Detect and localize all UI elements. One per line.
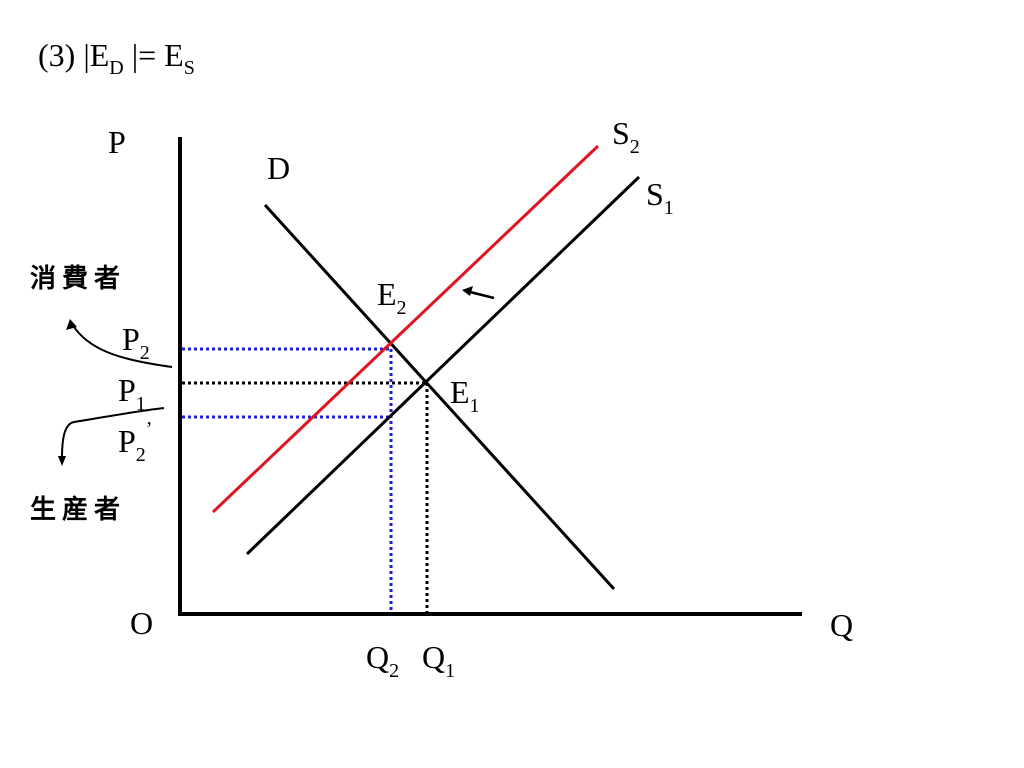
consumer-burden-arrow <box>66 319 173 368</box>
demand-curve <box>263 203 616 591</box>
quantity-axis-label: Q <box>830 607 853 643</box>
equilibrium-e1-label: E1 <box>450 374 480 417</box>
supply-shift-arrow <box>462 286 495 300</box>
title: (3) |ED |= ES <box>38 37 195 79</box>
supply-curve-s1 <box>245 175 641 556</box>
quantity-q2-label: Q2 <box>366 639 399 682</box>
quantity-q1-label: Q1 <box>422 639 455 682</box>
equilibrium-e2-label: E2 <box>377 276 407 319</box>
supply-curve-s2 <box>211 144 600 514</box>
demand-label: D <box>267 150 290 186</box>
price-p2-label: P2 <box>122 321 150 364</box>
producer-burden-arrow <box>58 407 165 466</box>
consumer-label: 消費者 <box>30 264 126 294</box>
supply-s1-label: S1 <box>646 176 674 219</box>
price-p2-prime-label: P2’ <box>118 418 152 466</box>
producer-label: 生産者 <box>30 494 126 525</box>
origin-label: O <box>130 605 153 641</box>
price-p1-label: P1 <box>118 372 146 415</box>
supply-s2-label: S2 <box>612 115 640 158</box>
price-axis-label: P <box>108 124 126 160</box>
